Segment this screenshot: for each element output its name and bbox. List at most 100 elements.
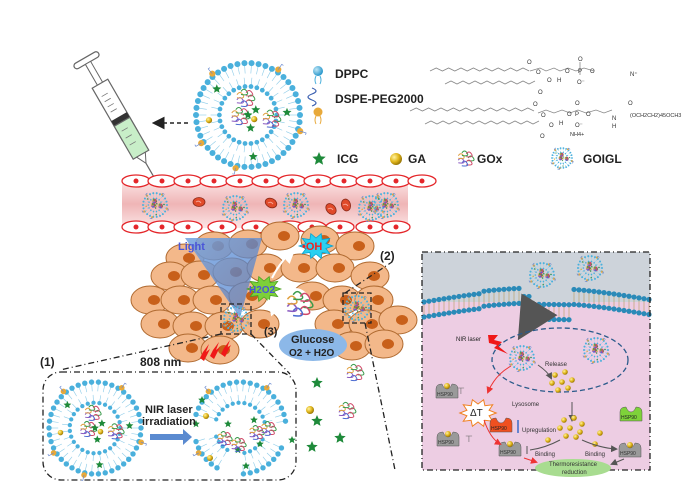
lipid-head: [556, 166, 559, 168]
icg-star: [251, 105, 261, 114]
lipid-head: [236, 324, 239, 327]
membrane-head-outer: [486, 288, 492, 294]
peg-chain: [528, 345, 532, 348]
icg-star: [311, 377, 323, 388]
lipid-head: [362, 216, 365, 219]
gox-strand: [595, 343, 598, 347]
lipid-head: [305, 197, 308, 200]
lipid-head: [535, 277, 537, 279]
icg-star: [590, 265, 593, 268]
svg-text:N: N: [612, 116, 616, 122]
lipid-head: [590, 338, 593, 341]
lipid-head: [233, 324, 236, 327]
lipid-head: [569, 162, 572, 165]
peg-chain: [266, 382, 272, 388]
lipid-head: [607, 349, 609, 351]
gox-strand: [88, 414, 96, 421]
gox-enzyme: [383, 198, 389, 204]
membrane-head-outer: [421, 299, 427, 305]
membrane-head-outer: [571, 286, 577, 293]
lipid-head: [585, 272, 587, 274]
lipid-head: [525, 367, 528, 370]
ga-sphere: [532, 275, 534, 277]
peg-chain: [246, 211, 249, 215]
gox-strand: [601, 350, 604, 354]
peg-chain: [307, 208, 310, 212]
lipid-head: [227, 160, 234, 167]
gox-strand: [234, 201, 237, 205]
lipid-head: [275, 451, 281, 457]
thermo-label-1: Thermoresistance: [549, 462, 598, 468]
membrane-head-outer: [476, 291, 482, 297]
gox-strand: [233, 319, 237, 322]
tumor-nucleus: [168, 271, 180, 281]
lipid-head: [296, 210, 299, 213]
lipid-head: [204, 79, 211, 86]
ga-sphere: [207, 455, 213, 461]
icg-star: [235, 317, 237, 320]
lipid-head: [152, 210, 155, 213]
membrane-head-inner: [501, 301, 507, 307]
membrane-head-outer: [621, 292, 627, 299]
icg-star: [595, 348, 597, 351]
lipid-head: [262, 63, 269, 70]
membrane-head-outer: [521, 293, 527, 300]
peg-chain: [508, 363, 512, 366]
ga-sphere: [445, 431, 451, 437]
lipid-head: [75, 382, 81, 388]
goigl-in-vessel: [372, 192, 400, 220]
lipid-head: [296, 119, 303, 126]
laser-bolt: [210, 342, 220, 359]
hsp90-upregulated: HSP90: [489, 417, 513, 433]
lipid-head: [148, 207, 150, 209]
peg-anchor: [245, 210, 249, 213]
gox-enzyme: [232, 201, 238, 207]
lipid-head: [593, 355, 596, 358]
peg-anchor: [306, 207, 310, 210]
thermo-label-2: reduction: [562, 470, 587, 476]
icg-star: [386, 213, 389, 216]
gox-strand: [547, 275, 550, 279]
svg-text:H: H: [559, 121, 563, 127]
lipid-head: [282, 418, 289, 424]
endocytosis-arrow: [517, 293, 558, 341]
membrane-head-inner: [506, 301, 512, 307]
tumor-nucleus: [396, 315, 408, 325]
lipid-head: [233, 379, 240, 385]
membrane-head-outer: [451, 294, 457, 300]
lipid-head: [380, 214, 383, 217]
gox-strand: [115, 424, 123, 431]
gox-strand: [539, 275, 543, 278]
gox-enzyme: [236, 88, 256, 107]
lipid-head: [556, 148, 559, 150]
lipid-head: [193, 438, 199, 445]
ga-sphere: [596, 350, 599, 352]
endothelial-nucleus: [289, 178, 295, 184]
gox-strand: [595, 346, 598, 349]
lipid-head: [223, 314, 226, 317]
lipid-head: [147, 204, 150, 206]
lipid-head: [584, 277, 587, 280]
svg-text:O: O: [565, 69, 570, 75]
lipid-head: [583, 345, 586, 348]
zoom-box-2: [342, 292, 372, 324]
lysosome-label: Lysosome: [512, 402, 540, 408]
ga-sphere: [371, 208, 374, 210]
membrane-head-outer: [581, 287, 587, 293]
lipid-head: [297, 112, 303, 118]
lipid-head: [247, 470, 253, 476]
endothelial-nucleus: [159, 178, 165, 184]
zoom-box-1: [220, 303, 252, 335]
lipid-head: [351, 296, 354, 299]
lipid-head: [136, 411, 142, 418]
membrane-head-inner: [596, 304, 602, 310]
lipid-head: [166, 204, 168, 206]
lipid-head: [358, 207, 360, 209]
lipid-head: [291, 199, 293, 201]
lipid-head: [278, 405, 285, 411]
hsp90-inhibited: HSP90: [435, 383, 459, 399]
membrane-head-outer: [431, 297, 437, 303]
peg-chain: [584, 280, 588, 283]
laser-bolt: [221, 340, 231, 357]
lipid-head: [545, 284, 548, 287]
